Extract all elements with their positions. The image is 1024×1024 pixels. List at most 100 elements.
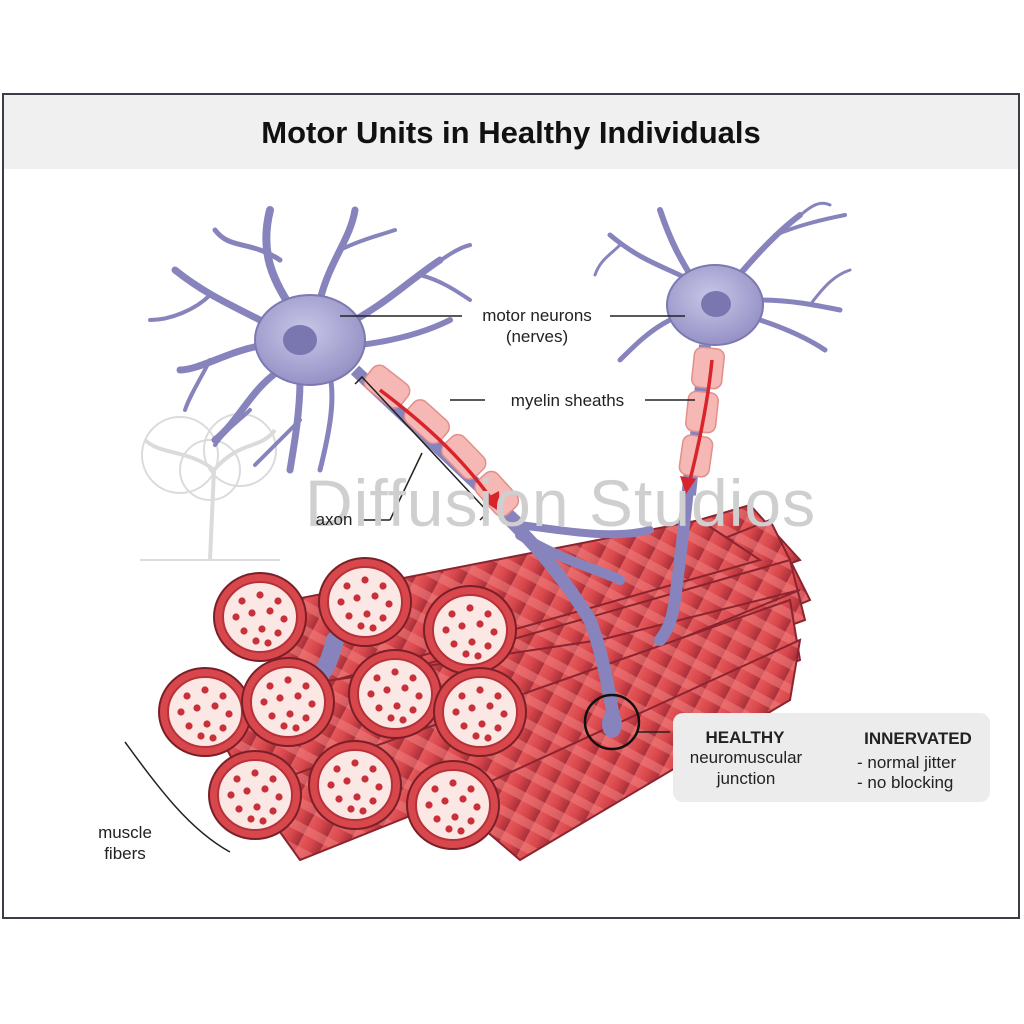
neuron-left-nucleus: [283, 325, 317, 355]
status-innervated: INNERVATED: [864, 729, 972, 748]
fiber-nucleus: [302, 682, 310, 690]
page-title: Motor Units in Healthy Individuals: [261, 115, 761, 150]
fiber-nucleus: [415, 692, 423, 700]
fiber-nucleus: [433, 815, 441, 823]
fiber-nucleus: [383, 686, 391, 694]
fiber-nucleus: [302, 714, 310, 722]
fiber-nucleus: [361, 775, 369, 783]
fiber-nucleus: [292, 724, 300, 732]
fiber-cross-section: [433, 667, 527, 757]
fiber-cross-section: [213, 572, 307, 662]
fiber-nucleus: [248, 609, 256, 617]
watermark-tree-logo: [140, 413, 280, 561]
fiber-nucleus: [185, 722, 193, 730]
fiber-nucleus: [308, 700, 316, 708]
neuron-right-nucleus: [701, 291, 731, 317]
neuromuscular-junction: [602, 710, 622, 738]
fiber-cross-section: [308, 740, 402, 830]
fiber-nucleus: [467, 817, 475, 825]
fiber-nucleus: [276, 694, 284, 702]
fiber-nucleus: [280, 722, 288, 730]
fiber-nucleus: [201, 686, 209, 694]
fiber-nucleus: [468, 704, 476, 712]
muscle-fibers-label: muscle fibers: [80, 822, 170, 864]
fiber-cross-section: [318, 557, 412, 647]
fiber-nucleus: [343, 582, 351, 590]
fiber-nucleus: [227, 791, 235, 799]
fiber-nucleus: [225, 710, 233, 718]
fiber-nucleus: [460, 722, 468, 730]
fiber-nucleus: [258, 625, 266, 633]
fiber-nucleus: [266, 607, 274, 615]
fiber-nucleus: [235, 805, 243, 813]
bullet-no-blocking: - no blocking: [857, 773, 954, 792]
motor-neurons-label: motor neurons (nerves): [462, 305, 612, 347]
fiber-nucleus: [209, 734, 217, 742]
fiber-nucleus: [275, 793, 283, 801]
fiber-nucleus: [409, 706, 417, 714]
fiber-nucleus: [476, 620, 484, 628]
fiber-nucleus: [490, 628, 498, 636]
fiber-nucleus: [466, 604, 474, 612]
fiber-nucleus: [274, 629, 282, 637]
fiber-nucleus: [363, 610, 371, 618]
fiber-nucleus: [486, 702, 494, 710]
fiber-nucleus: [260, 698, 268, 706]
fiber-nucleus: [343, 777, 351, 785]
fiber-nucleus: [449, 779, 457, 787]
title-bar: Motor Units in Healthy Individuals: [4, 95, 1018, 169]
fiber-nucleus: [484, 642, 492, 650]
fiber-nucleus: [219, 692, 227, 700]
fiber-cross-section: [241, 657, 335, 747]
fiber-nucleus: [269, 807, 277, 815]
fiber-nucleus: [268, 712, 276, 720]
fiber-nucleus: [399, 716, 407, 724]
fiber-nucleus: [203, 720, 211, 728]
muscle-fiber-bundle: [158, 464, 812, 862]
fiber-nucleus: [369, 797, 377, 805]
fiber-nucleus: [472, 732, 480, 740]
fiber-nucleus: [375, 704, 383, 712]
label-leader-lines: [124, 315, 695, 853]
fiber-nucleus: [441, 797, 449, 805]
myelin-sheaths-label: myelin sheaths: [510, 391, 625, 410]
fiber-nucleus: [361, 576, 369, 584]
muscle-fibers-label-line2: fibers: [104, 844, 146, 863]
fiber-nucleus: [457, 827, 465, 835]
fiber-nucleus: [494, 692, 502, 700]
fiber-nucleus: [347, 805, 355, 813]
fiber-nucleus: [240, 627, 248, 635]
fiber-nucleus: [351, 759, 359, 767]
fiber-nucleus: [445, 825, 453, 833]
fiber-nucleus: [494, 724, 502, 732]
fiber-nucleus: [197, 732, 205, 740]
bullet-normal-jitter: - normal jitter: [857, 753, 957, 772]
fiber-nucleus: [425, 801, 433, 809]
junction-label-line1: neuromuscular: [689, 748, 803, 767]
fiber-nucleus: [238, 597, 246, 605]
fiber-nucleus: [337, 598, 345, 606]
fiber-nucleus: [294, 692, 302, 700]
axon-label: axon: [315, 510, 353, 529]
fiber-nucleus: [266, 682, 274, 690]
fiber-nucleus: [211, 702, 219, 710]
fiber-nucleus: [442, 626, 450, 634]
fiber-nucleus: [375, 783, 383, 791]
fiber-nucleus: [335, 795, 343, 803]
fiber-nucleus: [261, 785, 269, 793]
fiber-nucleus: [243, 787, 251, 795]
fiber-nucleus: [468, 638, 476, 646]
fiber-nucleus: [450, 640, 458, 648]
fiber-nucleus: [401, 684, 409, 692]
fiber-nucleus: [183, 692, 191, 700]
fiber-cross-sections: [158, 557, 527, 850]
fiber-nucleus: [193, 704, 201, 712]
fiber-nucleus: [371, 592, 379, 600]
fiber-nucleus: [219, 724, 227, 732]
fiber-nucleus: [379, 614, 387, 622]
fiber-cross-section: [348, 649, 442, 739]
fiber-nucleus: [393, 702, 401, 710]
fiber-nucleus: [280, 615, 288, 623]
fiber-nucleus: [256, 591, 264, 599]
